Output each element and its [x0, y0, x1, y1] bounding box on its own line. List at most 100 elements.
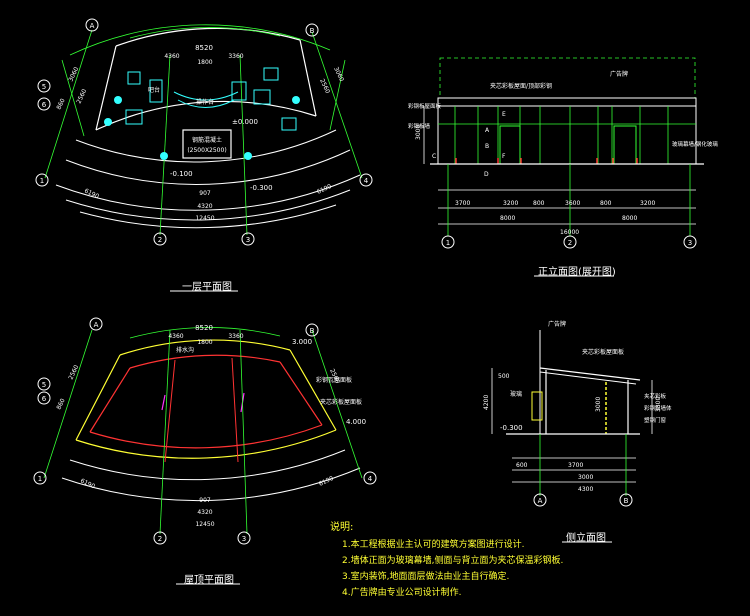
roof-axis-bubble-l1 — [37, 377, 51, 391]
plan1-dim-left — [61, 59, 85, 137]
room-label-2: 操作台 — [196, 98, 214, 106]
front-label-top: 夹芯彩板屋面/顶部彩钢 — [490, 82, 552, 90]
axis-bubble-1 — [35, 173, 49, 187]
roof-red-right — [279, 361, 323, 426]
cabinet-right — [231, 81, 247, 101]
front-mark-b: B — [485, 143, 489, 150]
plan1-dim-bottom-b: 4320 — [197, 203, 212, 210]
front-red-marks — [455, 158, 638, 164]
roof-axis-label-5: 5 — [42, 381, 46, 389]
title-front-elevation: 正立面图(展开图) — [538, 267, 616, 278]
side-dim-bottom-3: 4300 — [578, 486, 593, 493]
roof-yellow-bottom — [75, 429, 337, 459]
axis-bubble-left-b — [37, 97, 51, 111]
front-mark-f: F — [502, 153, 506, 160]
plan1-dim-right — [329, 59, 346, 131]
roof-dim-side-l: 6190 — [79, 477, 96, 490]
axis-label-1: 1 — [40, 177, 44, 185]
table-3 — [281, 117, 297, 131]
title-side-elevation: 侧立面图 — [566, 533, 606, 544]
side-dim-bottom-0: 600 — [516, 462, 528, 469]
cabinet-left — [149, 79, 163, 103]
plan1-step-arc-5 — [79, 204, 337, 229]
side-level: -0.300 — [500, 424, 523, 432]
front-mark-e: E — [502, 111, 506, 118]
roof-axis-bubbles — [33, 317, 377, 545]
roof-dim-arc-top — [129, 327, 281, 339]
plant-2 — [104, 118, 112, 126]
plant-4 — [244, 152, 252, 160]
front-label-ad: 广告牌 — [610, 70, 628, 78]
roof-axis-line-left — [43, 329, 93, 479]
side-roof-line-2 — [539, 371, 637, 385]
roof-dim-top-c: 1800 — [197, 339, 212, 346]
front-mullions — [438, 106, 696, 164]
axis-label-A: A — [90, 22, 95, 30]
plan1-sign-box — [182, 129, 232, 159]
roof-dim-bottom-a: 907 — [199, 497, 211, 504]
note-3: 3.室内装饰,地面面层做法由业主自行确定. — [342, 572, 510, 582]
front-axis-bubble-1 — [441, 235, 455, 249]
plan1-step-arc-3 — [55, 174, 361, 211]
roof-axis-bubble-A — [89, 317, 103, 331]
front-elevation: 3000 广告牌 夹芯彩板屋面/顶部彩钢 彩钢板屋面板 彩钢板墙 玻璃幕墙/钢化… — [408, 57, 718, 277]
plan1-dim-side-l: 6190 — [83, 187, 100, 200]
side-label-window: 玻璃 — [510, 390, 522, 398]
side-dim-h-left: 4200 — [483, 395, 490, 410]
roof-red-bottom — [89, 424, 323, 449]
table-5 — [127, 71, 141, 85]
axis-bubble-B-top — [305, 23, 319, 37]
front-label-right: 玻璃幕墙/钢化玻璃 — [672, 140, 718, 148]
plant-1 — [114, 96, 122, 104]
roof-level-mid: 4.000 — [346, 418, 366, 426]
side-dim-h-mid: 3000 — [595, 397, 602, 412]
roof-plan: 8520 4360 3360 1800 2560 860 2560 6190 6… — [33, 317, 377, 585]
plan1-axis-line-3 — [239, 54, 248, 236]
table-2 — [253, 89, 271, 105]
plan1-dim-bottom-a: 907 — [199, 190, 211, 197]
note-4: 4.广告牌由专业公司设计制作. — [342, 588, 462, 598]
roof-slope-arrow-1 — [161, 394, 166, 411]
ad-board-outline — [439, 57, 696, 99]
side-axis-bubble-A — [533, 493, 547, 507]
side-axis-label-B: B — [624, 497, 629, 505]
roof-axis-label-4: 4 — [368, 475, 373, 483]
roof-dim-side-r: 6190 — [318, 475, 335, 488]
sign-box-size: (2500X2500) — [187, 147, 226, 154]
front-label-left-b: 彩钢板墙 — [408, 122, 431, 130]
front-axis-label-3: 3 — [688, 239, 692, 247]
front-dim-r2-0: 8000 — [500, 215, 515, 222]
side-axis-bubbles — [533, 493, 633, 507]
axis-label-B: B — [310, 27, 315, 35]
roof-axis-label-1: 1 — [38, 475, 42, 483]
roof-axis-label-B: B — [310, 327, 315, 335]
roof-axis-label-6: 6 — [42, 395, 47, 403]
side-axis-bubble-B — [619, 493, 633, 507]
plant-5 — [292, 96, 300, 104]
title-first-floor-plan: 一层平面图 — [182, 282, 232, 293]
side-label-ad: 广告牌 — [548, 320, 566, 328]
axis-bubble-A-top — [85, 18, 99, 32]
plan1-dim-left-b: 2560 — [75, 88, 88, 105]
roof-dim-top-total: 8520 — [195, 324, 213, 332]
side-label-right-1: 彩钢板墙体 — [644, 404, 672, 412]
front-dim-r1-3: 3600 — [565, 200, 580, 207]
roof-axis-label-2: 2 — [158, 535, 162, 543]
plan1-dim-left-a: 3060 — [67, 66, 80, 83]
plan1-left-wall — [95, 45, 117, 131]
plan1-back-arc — [115, 27, 301, 47]
counter-arc — [177, 99, 235, 108]
side-dim-bottom-2: 3000 — [578, 474, 593, 481]
plant-3 — [160, 152, 168, 160]
plan1-level-outside: -0.100 — [170, 170, 193, 178]
side-dim-h-small: 500 — [498, 373, 510, 380]
roof-axis-label-3: 3 — [242, 535, 246, 543]
front-dim-r1-5: 3200 — [640, 200, 655, 207]
side-label-right-2: 塑钢门窗 — [644, 416, 667, 424]
axis-label-3: 3 — [246, 236, 250, 244]
front-mark-a: A — [485, 127, 490, 134]
front-axis-bubble-3 — [683, 235, 697, 249]
roof-axis-bubble-B — [305, 323, 319, 337]
